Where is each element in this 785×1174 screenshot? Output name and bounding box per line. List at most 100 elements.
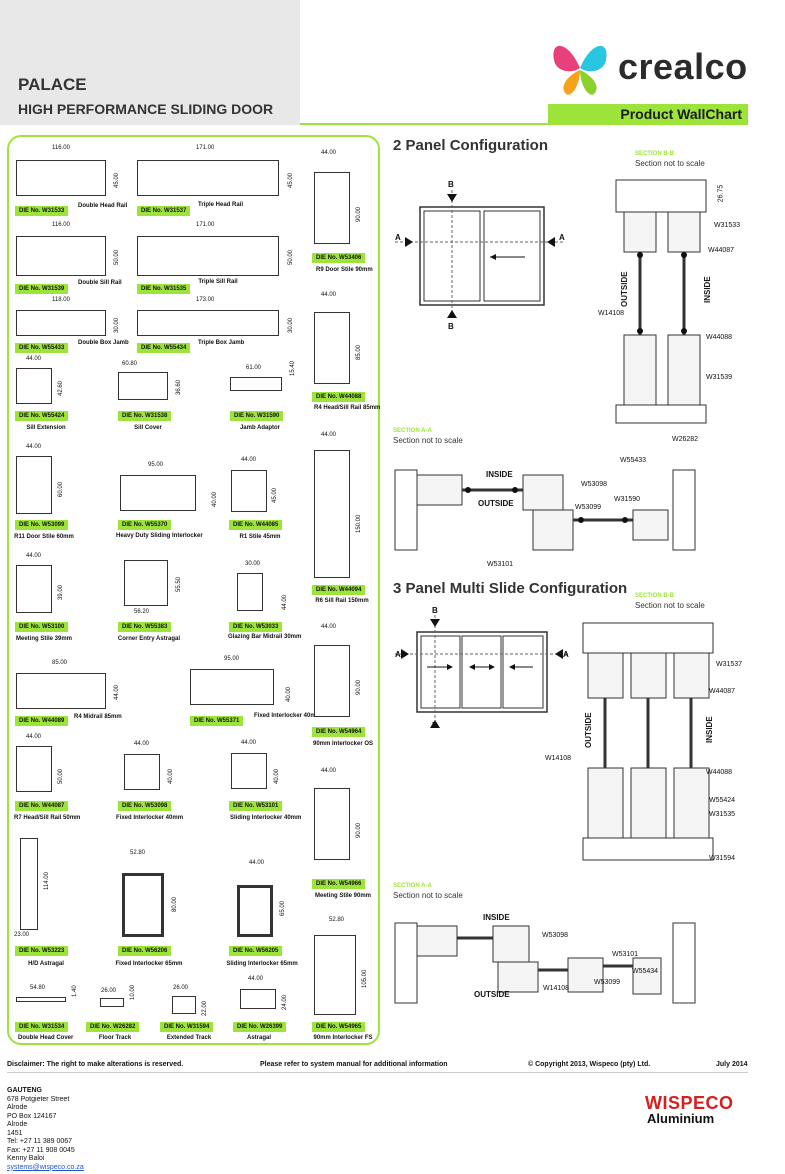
profile-shape bbox=[314, 312, 350, 384]
profile-name: H/D Astragal bbox=[28, 961, 64, 967]
profile-name: R7 Head/Sill Rail 50mm bbox=[14, 815, 81, 821]
dim-label: 44.00 bbox=[26, 553, 42, 559]
profile-shape bbox=[314, 450, 350, 578]
die-number: DIE No. W53099 bbox=[15, 520, 69, 530]
profile-shape bbox=[314, 645, 350, 717]
profile-name: Fixed Interlocker 40mm bbox=[116, 815, 184, 821]
dim-label: 52.80 bbox=[130, 850, 146, 856]
refer-note: Please refer to system manual for additi… bbox=[260, 1061, 448, 1068]
die-number: DIE No. W55434 bbox=[137, 343, 191, 353]
dim-label: 171.00 bbox=[196, 222, 215, 228]
section-note: Section not to scale bbox=[635, 159, 705, 168]
dim-label: 44.00 bbox=[321, 150, 337, 156]
section-bb-label: SECTION B-B bbox=[635, 593, 674, 599]
callout: W53099 bbox=[594, 979, 621, 986]
header-divider bbox=[300, 123, 748, 125]
die-number: DIE No. W31538 bbox=[118, 411, 172, 421]
dim-label: 44.00 bbox=[26, 356, 42, 362]
dim-label: 30.00 bbox=[288, 317, 294, 333]
callout: W31537 bbox=[716, 661, 743, 668]
die-number: DIE No. W44089 bbox=[15, 716, 69, 726]
profile-name: 90mm Interlocker OS bbox=[312, 741, 374, 747]
callout: W55433 bbox=[620, 457, 647, 464]
dim-label: 65.00 bbox=[280, 900, 286, 916]
profile-shape bbox=[16, 673, 106, 709]
profile-shape bbox=[314, 935, 356, 1015]
inside-label: INSIDE bbox=[705, 716, 714, 743]
outside-label: OUTSIDE bbox=[478, 499, 514, 508]
config2-title: 2 Panel Configuration bbox=[393, 137, 549, 154]
die-number: DIE No. W31594 bbox=[160, 1022, 214, 1032]
dim-label: 116.00 bbox=[52, 222, 70, 228]
dim-label: 44.00 bbox=[249, 860, 265, 866]
dim-label: 44.00 bbox=[26, 444, 42, 450]
disclaimer: Disclaimer: The right to make alteration… bbox=[7, 1061, 184, 1068]
callout: W55424 bbox=[709, 797, 736, 804]
profile-shape bbox=[124, 754, 160, 790]
profile-name: Meeting Stile 39mm bbox=[15, 636, 72, 642]
wallchart-label: Product WallChart bbox=[620, 106, 742, 122]
profile-name: R11 Door Stile 60mm bbox=[14, 534, 74, 540]
die-number: DIE No. W44085 bbox=[229, 520, 283, 530]
profile-shape bbox=[16, 368, 52, 404]
dim-label: 45.00 bbox=[272, 487, 278, 503]
dim-label: 44.00 bbox=[321, 624, 337, 630]
profile-name: Sill Extension bbox=[26, 425, 66, 431]
outside-label: OUTSIDE bbox=[620, 271, 629, 307]
profile-name: Fixed Interlocker 65mm bbox=[115, 961, 183, 967]
dim-label: 50.00 bbox=[58, 768, 64, 784]
dim-label: 95.00 bbox=[224, 656, 240, 662]
profile-name: R4 Head/Sill Rail 85mm bbox=[314, 405, 381, 411]
section-marker: B bbox=[432, 606, 438, 615]
section-marker: B bbox=[432, 721, 438, 730]
profile-shape bbox=[231, 470, 267, 512]
outside-label: OUTSIDE bbox=[584, 712, 593, 748]
dim-label: 56.20 bbox=[134, 609, 150, 615]
die-number: DIE No. W53033 bbox=[229, 622, 283, 632]
profile-shape bbox=[240, 989, 276, 1009]
section-marker: B bbox=[448, 322, 454, 331]
die-number: DIE No. W55371 bbox=[190, 716, 244, 726]
dim-label: 150.00 bbox=[356, 514, 362, 533]
dim-label: 114.00 bbox=[44, 872, 50, 890]
dim-label: 55.50 bbox=[176, 576, 182, 592]
section-aa-2panel bbox=[394, 469, 696, 551]
die-number: DIE No. W56206 bbox=[118, 946, 172, 956]
section-marker: A bbox=[563, 650, 569, 659]
section-bb-2panel bbox=[615, 179, 707, 424]
contact-line: Alrode bbox=[7, 1104, 28, 1111]
contact-email-link[interactable]: systems@wispeco.co.za bbox=[7, 1163, 84, 1171]
die-number: DIE No. W55433 bbox=[15, 343, 69, 353]
inside-label: INSIDE bbox=[703, 276, 712, 303]
wispeco-sub: Aluminium bbox=[647, 1111, 715, 1126]
callout: W44088 bbox=[706, 769, 733, 776]
profile-name: Jamb Adaptor bbox=[239, 425, 281, 431]
profile-name: Triple Head Rail bbox=[198, 202, 244, 208]
dim-label: 22.00 bbox=[202, 1000, 208, 1016]
profile-shape bbox=[172, 996, 196, 1014]
dim-label: 1.40 bbox=[72, 985, 78, 997]
profile-shape bbox=[137, 310, 279, 336]
callout: W53101 bbox=[612, 951, 639, 958]
profile-shape bbox=[314, 172, 350, 244]
callout: W44087 bbox=[708, 247, 735, 254]
dim-label: 44.00 bbox=[26, 734, 42, 740]
die-number: DIE No. W44087 bbox=[15, 801, 69, 811]
dim-label: 173.00 bbox=[196, 297, 215, 303]
dim-label: 118.00 bbox=[52, 297, 70, 303]
die-number: DIE No. W54966 bbox=[312, 879, 366, 889]
header-panel bbox=[0, 0, 300, 125]
profile-name: Heavy Duty Sliding Interlocker bbox=[116, 533, 203, 539]
dim-label: 61.00 bbox=[246, 365, 262, 371]
dim-label: 80.00 bbox=[172, 896, 178, 912]
die-number: DIE No. W31535 bbox=[137, 284, 191, 294]
die-number: DIE No. W53098 bbox=[118, 801, 172, 811]
dim-label: 10.00 bbox=[130, 984, 136, 1000]
section-aa-label: SECTION A-A bbox=[393, 883, 432, 889]
section-note: Section not to scale bbox=[393, 891, 463, 900]
dim-label: 85.00 bbox=[356, 344, 362, 360]
profiles-panel bbox=[7, 135, 380, 1045]
contact-region: GAUTENG bbox=[7, 1087, 42, 1094]
dim-label: 171.00 bbox=[196, 145, 215, 151]
profile-shape bbox=[137, 160, 279, 196]
